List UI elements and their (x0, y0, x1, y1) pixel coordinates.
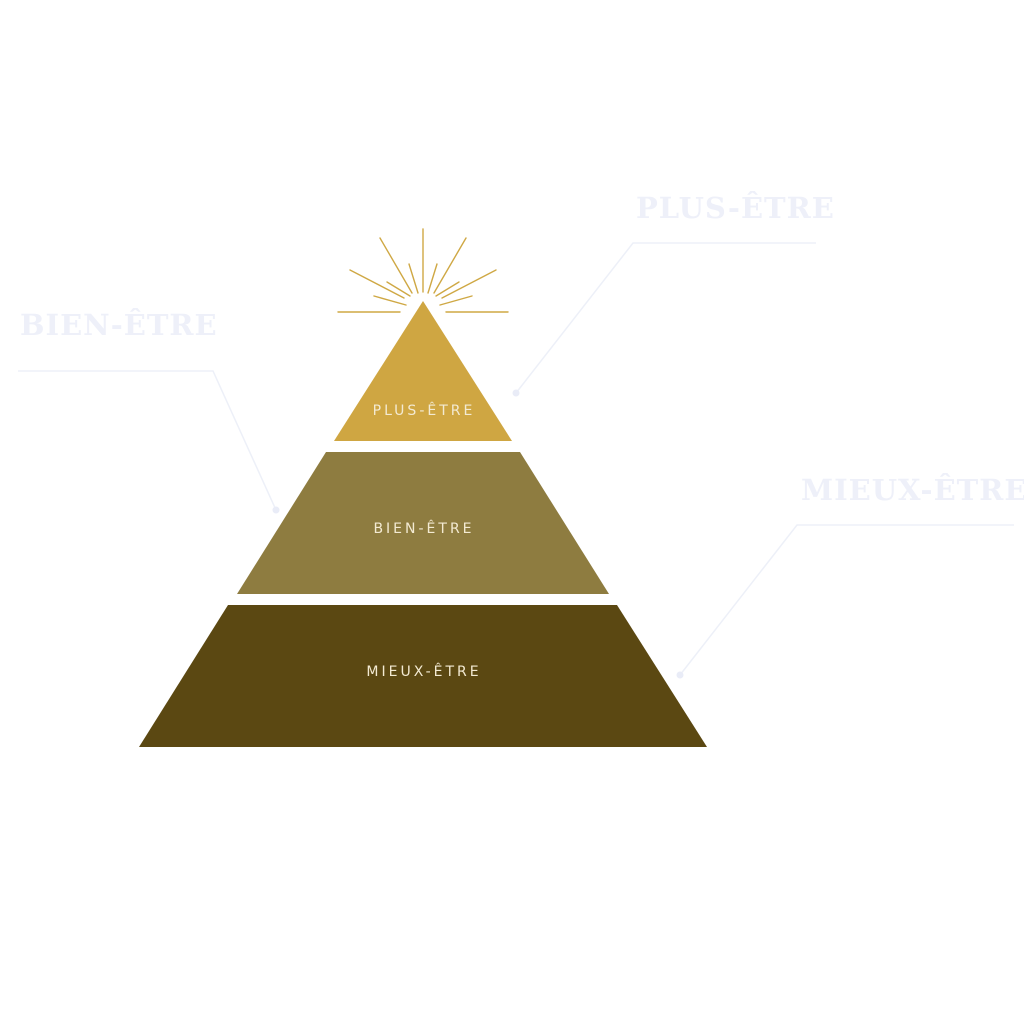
ray (441, 269, 497, 299)
leader-line-mieux-etre (679, 524, 1014, 676)
leader-dot-mieux-etre (676, 671, 684, 679)
leader-dot-bien-etre (272, 506, 280, 514)
ray (439, 295, 473, 306)
ray (427, 263, 438, 294)
ray (373, 295, 407, 306)
leader-line-plus-etre (515, 242, 816, 394)
callout-plus-etre: PLUS-ÊTRE (636, 190, 835, 225)
ray (349, 269, 405, 299)
leader-line-bien-etre (18, 370, 277, 511)
tier-label-mieux-etre: MIEUX-ÊTRE (366, 662, 481, 680)
ray (386, 281, 411, 297)
ray (435, 281, 460, 297)
pyramid-tier-top (334, 301, 512, 441)
callout-bien-etre: BIEN-ÊTRE (20, 307, 218, 342)
ray (433, 237, 467, 294)
leader-dot-plus-etre (512, 389, 520, 397)
callout-mieux-etre: MIEUX-ÊTRE (801, 472, 1024, 507)
ray (379, 237, 413, 294)
tier-label-plus-etre: PLUS-ÊTRE (373, 401, 476, 419)
pyramid-tier-middle (237, 452, 609, 594)
tier-label-bien-etre: BIEN-ÊTRE (373, 519, 474, 537)
sunburst-icon (337, 228, 509, 313)
ray (408, 263, 419, 294)
pyramid-tier-bottom (139, 605, 707, 747)
